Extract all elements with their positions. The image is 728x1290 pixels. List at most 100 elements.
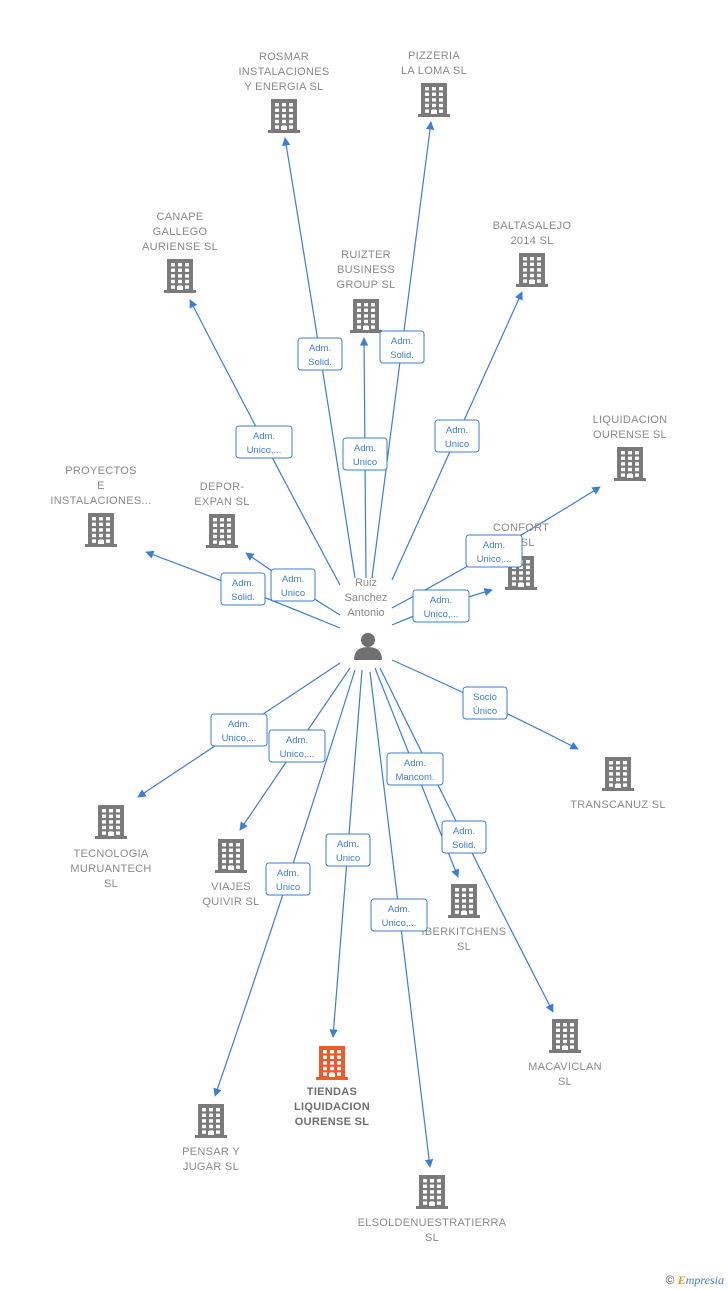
company-label: 2014 SL (510, 235, 553, 247)
company-label: OURENSE SL (295, 1116, 370, 1128)
company-label: RUIZTER (341, 249, 391, 261)
company-label: PENSAR Y (182, 1146, 240, 1158)
company-label: MURUANTECH (70, 863, 151, 875)
person-icon (354, 633, 382, 660)
role-text: Adm. (309, 343, 331, 354)
company-label: INSTALACIONES... (50, 495, 151, 507)
role-badge-elsolde[interactable]: Adm. Unico,... (370, 898, 428, 932)
role-badge-box (265, 862, 311, 896)
role-text: Unico (276, 882, 300, 893)
role-text: Unico (336, 853, 360, 864)
role-badge-box (465, 534, 523, 568)
person-label: Antonio (347, 607, 384, 619)
role-badge-rosmar[interactable]: Adm.Solid. (297, 337, 343, 371)
company-node-baltasalejo[interactable]: BALTASALEJO 2014 SL (493, 220, 572, 287)
role-text: Unico,... (382, 918, 417, 929)
role-text: Adm. (404, 758, 426, 769)
role-badge-pensar[interactable]: Adm. Unico (265, 862, 311, 896)
role-text: Adm. (391, 336, 413, 347)
role-badge-canape[interactable]: Adm.Unico,... (235, 425, 293, 459)
company-node-proyectos[interactable]: PROYECTOS E INSTALACIONES... (50, 465, 151, 547)
role-badge-tecnologia[interactable]: Adm.Unico,... (210, 713, 268, 747)
role-text: Adm. (388, 904, 410, 915)
role-text: Unico (281, 588, 305, 599)
role-badge-confort[interactable]: Adm.Unico,... (412, 589, 470, 623)
building-icon (602, 757, 634, 791)
role-badge-box (297, 337, 343, 371)
building-icon (268, 99, 300, 133)
role-badge-box (325, 833, 371, 867)
role-text: Solid. (452, 840, 476, 851)
company-label: GALLEGO (153, 226, 208, 238)
company-label: TECNOLOGIA (73, 848, 148, 860)
company-label: E (97, 480, 105, 492)
building-icon (206, 514, 238, 548)
role-text: Unico,... (247, 445, 282, 456)
brand-logo-text: mpresia (685, 1273, 724, 1287)
company-label: TRANSCANUZ SL (570, 799, 666, 811)
role-badge-baltasalejo[interactable]: Adm.Unico (434, 419, 480, 453)
role-badge-tiendas[interactable]: Adm.Unico (325, 833, 371, 867)
company-label: INSTALACIONES (238, 66, 329, 78)
role-text: Socio (473, 692, 497, 703)
role-text: Unico,... (280, 749, 315, 760)
role-text: Único (473, 706, 497, 717)
company-label: EXPAN SL (194, 496, 249, 508)
person-label: Sanchez (345, 592, 388, 604)
building-icon (549, 1019, 581, 1053)
company-label: DEPOR- (200, 481, 245, 493)
company-label: PIZZERIA (408, 50, 460, 62)
role-badge-pizzeria[interactable]: Adm.Solid. (379, 330, 425, 364)
role-badge-box (441, 820, 487, 854)
building-icon (350, 299, 382, 333)
company-node-deporexpan[interactable]: DEPOR- EXPAN SL (194, 481, 249, 548)
building-icon (416, 1175, 448, 1209)
building-icon (164, 259, 196, 293)
building-icon (195, 1104, 227, 1138)
role-text: Mancom. (395, 772, 434, 783)
role-badge-box (220, 572, 266, 606)
role-text: Solid. (231, 592, 255, 603)
role-badge-box (370, 898, 428, 932)
role-badge-box (412, 589, 470, 623)
company-label: CONFORT (493, 522, 549, 534)
company-label: PROYECTOS (65, 465, 137, 477)
role-badge-viajes[interactable]: Adm.Unico,... (268, 729, 326, 763)
role-text: Adm. (277, 868, 299, 879)
role-badge-iberkitchens[interactable]: Adm. Mancom. (386, 752, 444, 786)
role-text: Adm. (232, 578, 254, 589)
role-text: Unico,... (477, 554, 512, 565)
company-label: SL (558, 1076, 572, 1088)
company-label: QUIVIR SL (202, 896, 259, 908)
role-text: Adm. (483, 540, 505, 551)
company-label: Y ENERGIA SL (244, 81, 323, 93)
company-node-transcanuz[interactable]: TRANSCANUZ SL (570, 757, 666, 811)
role-badge-box (434, 419, 480, 453)
role-text: Unico,... (222, 733, 257, 744)
role-badge-ruizter[interactable]: Adm.Unico (342, 437, 388, 471)
company-label: OURENSE SL (593, 429, 667, 441)
role-badge-liquidacion[interactable]: Adm. Unico,... (465, 534, 523, 568)
company-label: BALTASALEJO (493, 220, 572, 232)
role-badge-deporexpan[interactable]: Adm.Unico (270, 568, 316, 602)
role-badge-proyectos[interactable]: Adm. Solid. (220, 572, 266, 606)
company-label: AURIENSE SL (142, 241, 218, 253)
role-badge-macaviclan[interactable]: Adm.Solid. (441, 820, 487, 854)
role-badge-box (235, 425, 293, 459)
role-badge-box (462, 686, 508, 720)
